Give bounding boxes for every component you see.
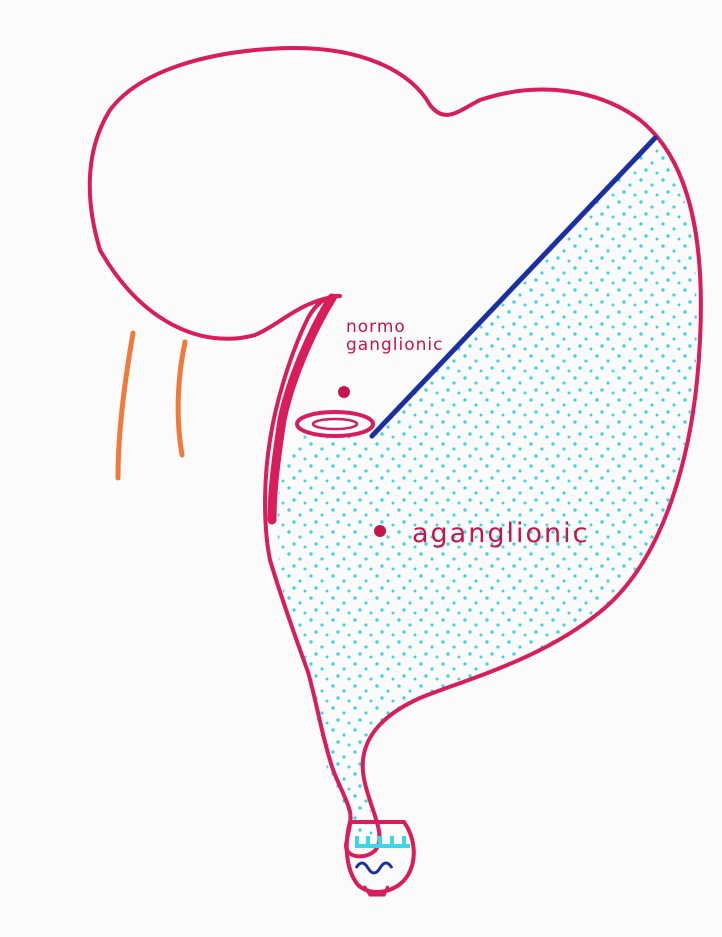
aganglionic-label: aganglionic [412,519,589,549]
normo-label-line2: ganglionic [346,336,443,354]
aganglionic-region [277,138,696,845]
pull-through-ring-icon [297,412,373,436]
aganglionic-dot-icon [374,525,386,537]
mesenteric-vessels [118,333,185,478]
normoganglionic-dot-icon [338,386,350,398]
normo-label-line1: normo [346,318,443,336]
dentate-wave [356,863,392,873]
normoganglionic-label: normo ganglionic [346,318,443,354]
